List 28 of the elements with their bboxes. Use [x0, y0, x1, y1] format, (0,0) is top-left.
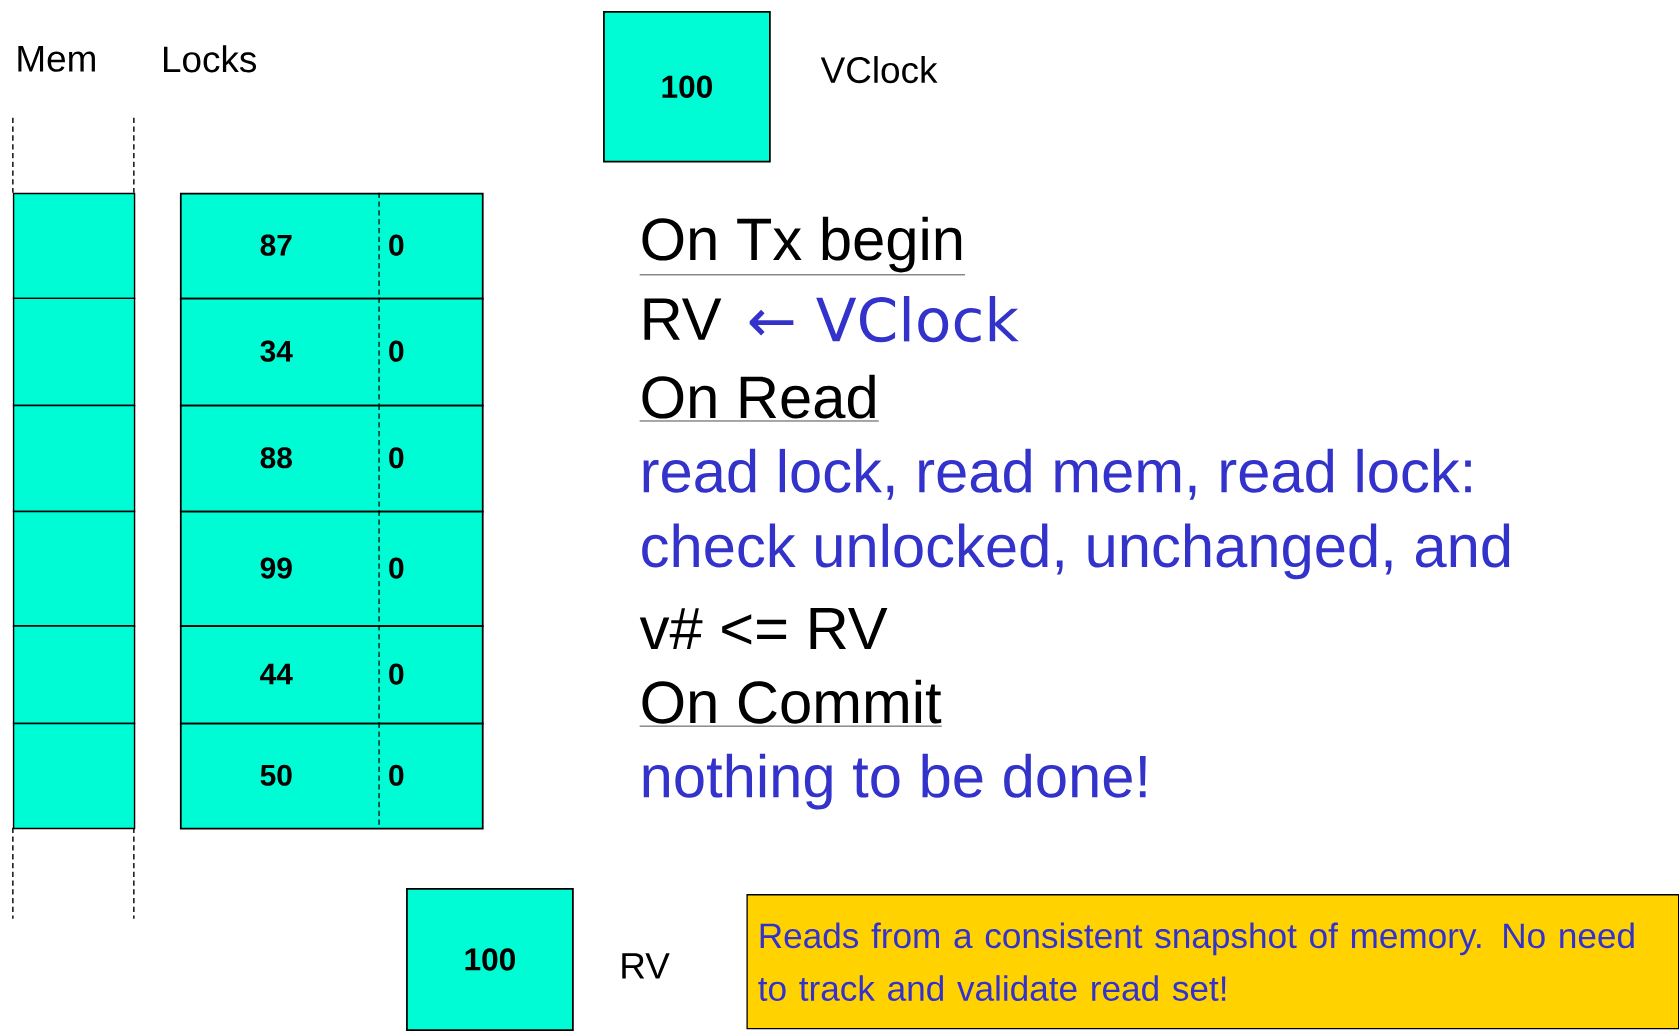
- section-heading: On Read: [639, 374, 880, 422]
- lock-cell: 87 0: [179, 192, 484, 300]
- memory-cell: [12, 192, 136, 300]
- lock-cell: 50 0: [179, 722, 484, 830]
- lock-cell: 34 0: [179, 297, 484, 407]
- lock-cell: 99 0: [179, 510, 484, 628]
- column-heading: Mem: [18, 46, 95, 72]
- text: RV: [644, 298, 722, 340]
- lock-cell: 44 0: [179, 624, 484, 725]
- text: ← VClock: [749, 296, 1019, 343]
- lock-cell: 88 0: [179, 404, 484, 513]
- note-box: Reads from a consistent snapshot of memory. No need to track and validate read set!: [746, 894, 1679, 1030]
- text: nothing to be done!: [643, 753, 1146, 810]
- memory-cell: [12, 510, 136, 627]
- counter-label: VClock: [820, 56, 938, 84]
- counter-box: 100: [603, 10, 771, 163]
- column-heading: Locks: [164, 45, 256, 73]
- section-heading: On Tx begin: [639, 216, 966, 276]
- memory-cell: [12, 404, 136, 513]
- memory-cell: [12, 625, 136, 725]
- section-heading: On Commit: [639, 679, 943, 727]
- memory-cell: [12, 722, 136, 830]
- counter-box: 100: [406, 887, 574, 1031]
- memory-cell: [12, 297, 136, 407]
- text: read lock, read mem, read lock:: [643, 448, 1471, 500]
- counter-label: RV: [622, 953, 670, 979]
- text: check unlocked, unchanged, and: [642, 523, 1510, 580]
- text: v# <= RV: [639, 608, 888, 650]
